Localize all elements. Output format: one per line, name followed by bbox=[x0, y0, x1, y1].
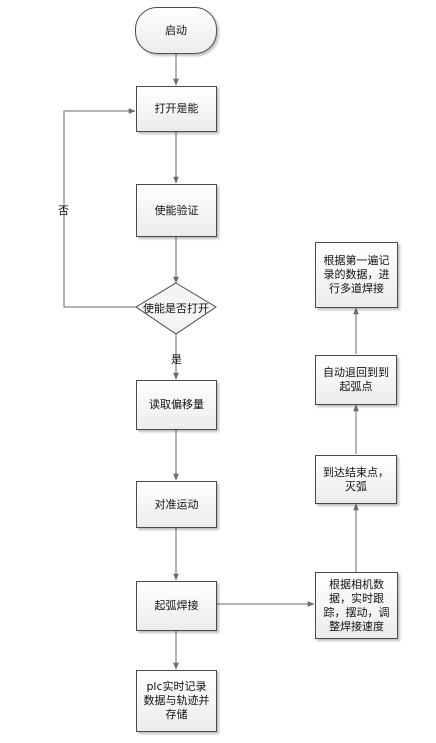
plc-record-label: plc实时记录数据与轨迹并存储 bbox=[143, 680, 210, 721]
return-arc-label: 自动退回到到起弧点 bbox=[323, 366, 389, 393]
arc-start-node: 起弧焊接 bbox=[136, 581, 217, 631]
align-move-label: 对准运动 bbox=[154, 497, 199, 511]
edge-decision-no-loop bbox=[63, 108, 136, 308]
return-arc-node: 自动退回到到起弧点 bbox=[315, 355, 397, 405]
camera-track-node: 根据相机数据，实时跟踪，摆动，调整焊接速度 bbox=[315, 572, 398, 639]
arrive-end-node: 到达结束点，灭弧 bbox=[315, 455, 397, 504]
start-node-label: 启动 bbox=[165, 23, 187, 37]
read-offset-label: 读取偏移量 bbox=[149, 398, 204, 411]
edge-label-yes: 是 bbox=[171, 353, 182, 366]
plc-record-node: plc实时记录数据与轨迹并存储 bbox=[136, 670, 217, 732]
decision-label: 使能是否打开 bbox=[143, 302, 209, 315]
camera-track-label: 根据相机数据，实时跟踪，摆动，调整焊接速度 bbox=[323, 577, 390, 633]
multi-pass-label: 根据第一遍记录的数据，进行多道焊接 bbox=[323, 254, 390, 295]
enable-open-node: 打开是能 bbox=[136, 86, 217, 132]
enable-verify-node: 使能验证 bbox=[136, 184, 217, 237]
decision-diamond bbox=[135, 282, 217, 335]
edge-label-no: 否 bbox=[58, 204, 69, 217]
enable-open-label: 打开是能 bbox=[154, 102, 199, 115]
enable-verify-label: 使能验证 bbox=[154, 203, 199, 217]
arc-start-label: 起弧焊接 bbox=[154, 599, 199, 612]
align-move-node: 对准运动 bbox=[136, 481, 217, 528]
multi-pass-node: 根据第一遍记录的数据，进行多道焊接 bbox=[315, 242, 398, 308]
arrive-end-label: 到达结束点，灭弧 bbox=[323, 465, 389, 493]
start-node: 启动 bbox=[135, 7, 217, 54]
read-offset-node: 读取偏移量 bbox=[136, 380, 217, 430]
